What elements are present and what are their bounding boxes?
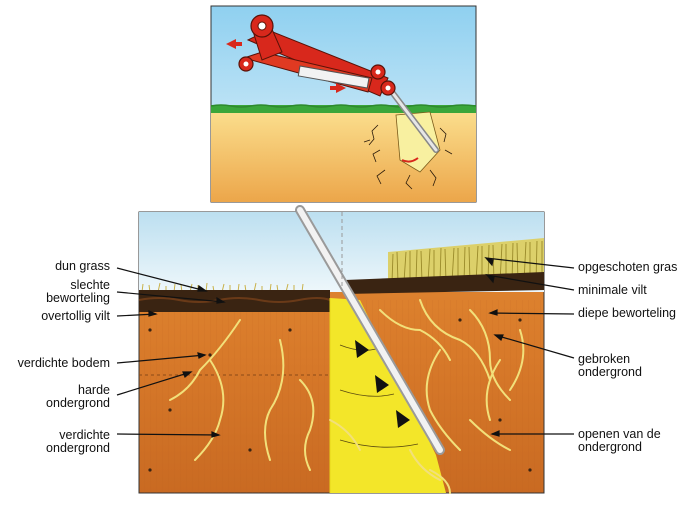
label-dun-grass: dun grass (55, 259, 110, 273)
label-slechte-beworteling: slechte beworteling (46, 278, 110, 305)
leader-lines (116, 256, 575, 438)
machine-arm (238, 14, 396, 97)
direction-arrow-3 (396, 410, 410, 428)
small-roots (363, 124, 453, 190)
thick-thatch (139, 290, 330, 312)
label-diepe-beworteling: diepe beworteling (578, 306, 676, 320)
label-minimale-vilt: minimale vilt (578, 283, 647, 297)
roots (169, 299, 525, 494)
machine-panel (210, 5, 477, 203)
right-motion-arrow (330, 83, 346, 93)
opened-cavity (395, 111, 441, 173)
soil-panel (138, 205, 545, 494)
grass-strip (211, 105, 476, 113)
soil-dots (148, 318, 532, 472)
label-overtollig-vilt: overtollig vilt (41, 309, 110, 323)
direction-arrow-1 (355, 340, 369, 358)
label-opgeschoten-gras: opgeschoten gras (578, 260, 678, 274)
direction-arrow-2 (375, 375, 389, 393)
left-motion-arrow (226, 39, 242, 49)
label-openen-van-de-ondergrond: openen van de ondergrond (578, 427, 661, 454)
label-verdichte-ondergrond: verdichte ondergrond (46, 428, 110, 455)
tall-grass (388, 238, 544, 283)
label-gebroken-ondergrond: gebroken ondergrond (578, 352, 642, 379)
label-harde-ondergrond: harde ondergrond (46, 383, 110, 410)
label-verdichte-bodem: verdichte bodem (17, 356, 110, 370)
